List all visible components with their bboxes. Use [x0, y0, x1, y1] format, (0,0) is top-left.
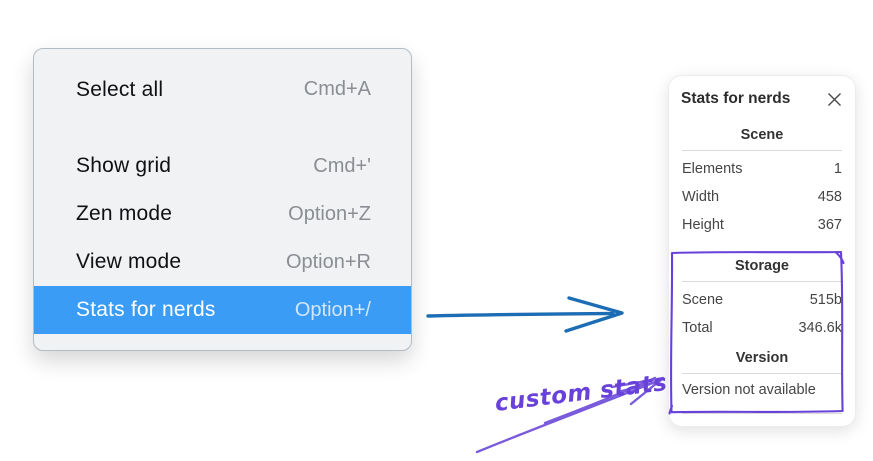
stat-row-total-storage: Total 346.6k — [681, 314, 843, 342]
purple-arrow — [475, 376, 665, 454]
stats-panel-title: Stats for nerds — [681, 90, 791, 107]
menu-item-zen-mode[interactable]: Zen mode Option+Z — [34, 190, 411, 238]
stat-label: Scene — [682, 292, 724, 308]
section-divider — [682, 281, 842, 282]
menu-item-label: Select all — [76, 77, 164, 101]
custom-stats-annotation: custom stats — [493, 369, 669, 417]
menu-item-shortcut: Option+R — [285, 250, 371, 273]
section-divider — [682, 413, 842, 414]
stat-value: 367 — [817, 217, 842, 233]
menu-item-select-all[interactable]: Select all Cmd+A — [34, 62, 411, 117]
stat-label: Total — [682, 320, 713, 336]
section-divider — [682, 150, 842, 151]
stat-label: Height — [682, 217, 724, 233]
stat-value: 346.6k — [798, 320, 842, 336]
stat-row-scene-storage: Scene 515b — [681, 286, 843, 314]
stat-row-width: Width 458 — [681, 183, 843, 211]
menu-item-label: Show grid — [76, 154, 172, 177]
stat-value: 515b — [809, 292, 842, 308]
blue-arrow — [426, 296, 624, 333]
menu-item-shortcut: Option+/ — [294, 298, 371, 321]
menu-item-label: Zen mode — [76, 202, 173, 225]
menu-group-bottom: Show grid Cmd+' Zen mode Option+Z View m… — [34, 130, 411, 350]
section-divider — [682, 373, 842, 374]
stat-row-height: Height 367 — [681, 211, 843, 239]
section-heading-storage: Storage — [735, 258, 789, 274]
section-heading-scene: Scene — [740, 127, 784, 143]
section-heading-version: Version — [735, 350, 789, 366]
menu-item-stats-for-nerds[interactable]: Stats for nerds Option+/ — [34, 286, 411, 334]
version-message: Version not available — [682, 382, 816, 398]
stats-panel-header: Stats for nerds — [681, 90, 843, 108]
menu-item-shortcut: Cmd+' — [313, 154, 371, 177]
menu-group-top: Select all Cmd+A — [34, 49, 411, 130]
context-menu: Select all Cmd+A Show grid Cmd+' Zen mod… — [33, 48, 412, 351]
menu-item-view-mode[interactable]: View mode Option+R — [34, 238, 411, 286]
stat-label: Elements — [682, 161, 743, 177]
menu-item-show-grid[interactable]: Show grid Cmd+' — [34, 142, 411, 190]
stat-value: 458 — [817, 189, 842, 205]
menu-item-label: View mode — [76, 250, 182, 273]
menu-item-shortcut: Cmd+A — [303, 78, 371, 100]
stats-for-nerds-panel: Stats for nerds Scene Elements 1 Width 4… — [668, 75, 856, 427]
close-icon[interactable] — [825, 90, 843, 108]
stat-label: Width — [682, 189, 720, 205]
stat-value: 1 — [833, 161, 842, 177]
stat-row-elements: Elements 1 — [681, 155, 843, 183]
menu-item-shortcut: Option+Z — [288, 202, 371, 225]
menu-item-label: Stats for nerds — [76, 298, 216, 321]
